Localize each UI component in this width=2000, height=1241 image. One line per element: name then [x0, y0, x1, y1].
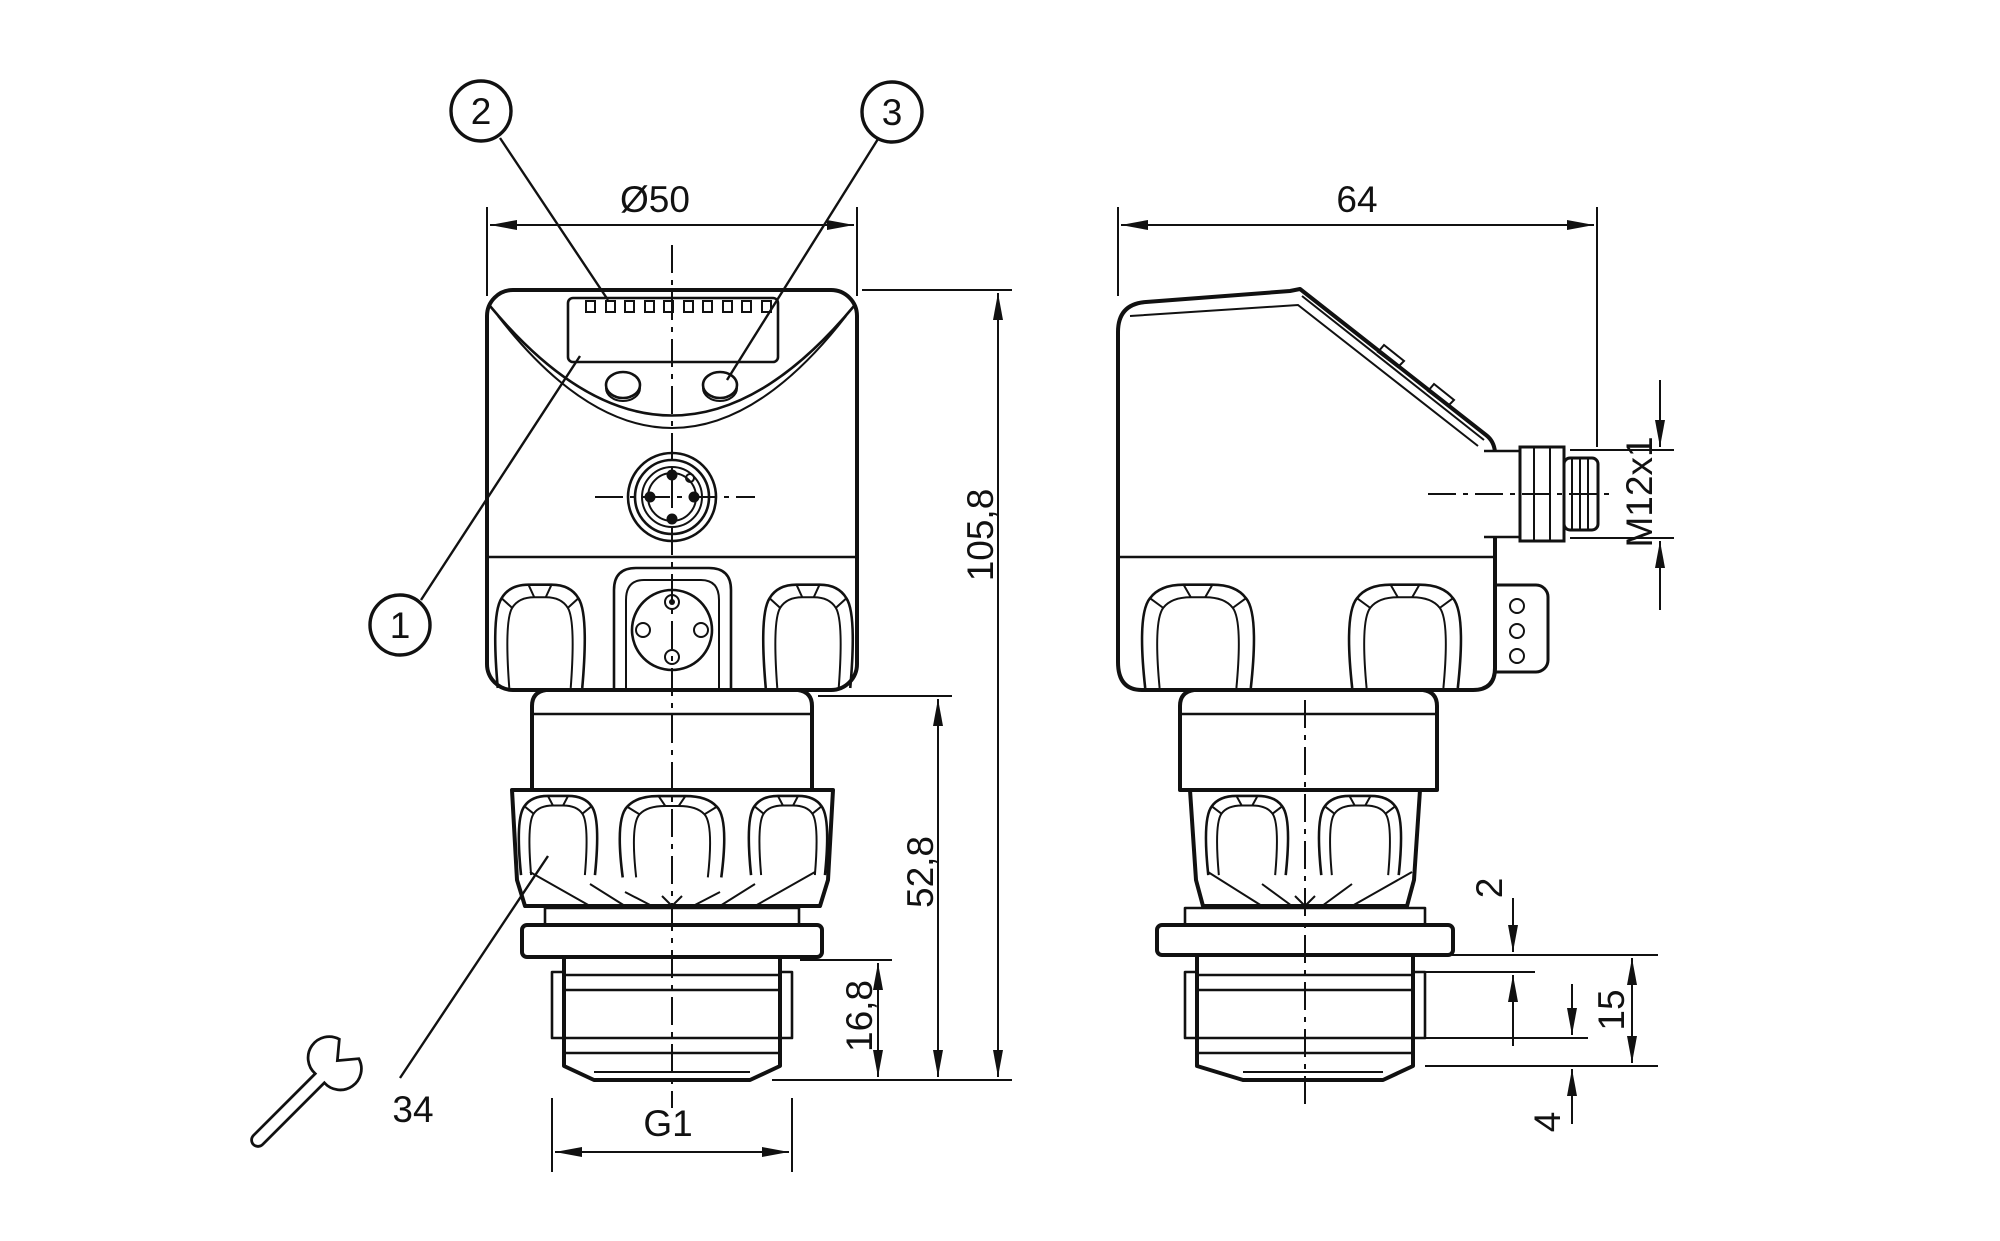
connector-pin [666, 469, 678, 481]
dim-side-connector-thread: M12x1 [1570, 380, 1674, 610]
dim-front-thread-length: 16,8 [800, 959, 892, 1077]
wrench-icon [250, 1035, 363, 1148]
callout-2-label: 2 [471, 91, 492, 132]
callout-1: 1 [368, 355, 582, 657]
dim-side-depth-label: 64 [1336, 179, 1377, 220]
side-mounting-tab-holes [1509, 598, 1525, 664]
dim-side-thread-length-label: 15 [1591, 989, 1632, 1030]
dim-front-diameter: Ø50 [486, 179, 858, 296]
pushbutton-right [701, 370, 739, 402]
dim-side-connector-thread-label: M12x1 [1619, 436, 1660, 547]
side-housing-outline [1116, 287, 1497, 692]
dim-front-diameter-label: Ø50 [620, 179, 690, 220]
slope-tab [1426, 382, 1456, 408]
wrench-size-callout: 34 [250, 855, 549, 1148]
dim-side-depth: 64 [1117, 179, 1598, 447]
side-m12-connector [1428, 445, 1614, 543]
side-lower-body [1178, 688, 1439, 792]
face-arc-inner [497, 315, 847, 429]
dim-side-tip-length-label: 4 [1527, 1112, 1568, 1133]
wrench-size-label: 34 [392, 1089, 433, 1130]
callout-2: 2 [449, 79, 609, 301]
face-arc-outer [489, 305, 855, 417]
dim-side-thread-length: 15 [1425, 958, 1658, 1067]
dim-side-collar-offset-label: 2 [1469, 878, 1510, 899]
callout-3-label: 3 [882, 92, 903, 133]
side-display-edge [1301, 295, 1485, 441]
dim-front-total-height: 105,8 [772, 289, 1012, 1081]
callout-1-label: 1 [390, 605, 411, 646]
slope-tab [1376, 343, 1406, 369]
dim-front-process-connection: G1 [551, 1098, 793, 1172]
callout-3: 3 [725, 80, 924, 381]
display-contact-teeth [585, 300, 772, 313]
dim-front-thread-length-label: 16,8 [839, 980, 880, 1052]
dim-side-tip-length: 4 [1425, 984, 1588, 1132]
side-top-band-line [1129, 303, 1479, 447]
dim-front-process-connection-label: G1 [643, 1103, 692, 1144]
dim-side-collar-offset: 2 [1420, 878, 1658, 1046]
pushbutton-left [604, 370, 642, 402]
dim-front-lower-height: 52,8 [818, 695, 952, 1077]
side-head-grip-row [1120, 555, 1493, 690]
side-view: 64 M12x1 2 15 [1116, 179, 1674, 1132]
dim-front-lower-height-label: 52,8 [900, 836, 941, 908]
dim-front-total-height-label: 105,8 [960, 489, 1001, 582]
front-view: Ø50 105,8 52,8 16,8 [250, 79, 1012, 1172]
